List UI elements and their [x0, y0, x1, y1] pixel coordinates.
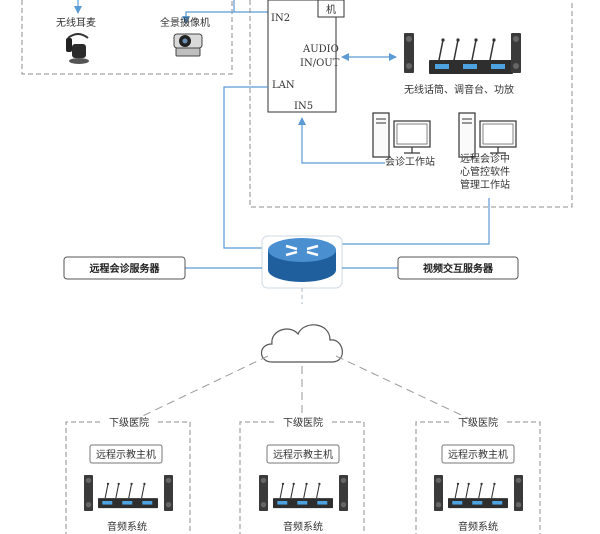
camera-icon [173, 33, 203, 57]
audio-system-label: 音频系统 [283, 520, 323, 533]
consult-server-label: 远程会诊服务器 [90, 262, 161, 275]
main-site-group [249, 0, 573, 208]
port-lan: LAN [272, 80, 295, 91]
teaching-host-label: 远程示教主机 [273, 448, 333, 461]
teaching-host-label: 远程示教主机 [96, 448, 156, 461]
speaker-icon [339, 475, 348, 511]
center-link [342, 198, 490, 245]
teaching-host-box [89, 444, 163, 464]
teaching-host-label: 远程示教主机 [448, 448, 508, 461]
port-in2: IN2 [271, 13, 290, 24]
teaching-host-box [266, 444, 340, 464]
center-workstation-label-2: 心管控软件 [460, 165, 510, 178]
mixer-icon [429, 38, 513, 75]
router-icon [261, 235, 343, 289]
port-audio-label: AUDIO [302, 44, 339, 55]
speaker-icon [164, 475, 173, 511]
center-workstation-label-3: 管理工作站 [460, 178, 510, 191]
headset-icon [66, 33, 89, 64]
mixer-icon [273, 482, 333, 509]
camera-link [182, 11, 268, 24]
video-server-label: 视频交互服务器 [423, 262, 494, 275]
mixer-icon [448, 482, 508, 509]
consult-workstation-label: 会诊工作站 [385, 155, 435, 168]
speaker-icon [259, 475, 268, 511]
center-workstation-icon [458, 112, 517, 158]
cloud-link-left [129, 355, 269, 423]
wireless-headset-label: 无线耳麦 [56, 16, 96, 29]
consult-workstation-icon [372, 112, 431, 158]
workstation-link [298, 117, 385, 164]
speaker-icon [514, 475, 523, 511]
audio-system-label: 音频系统 [458, 520, 498, 533]
consult-server-box [63, 256, 186, 280]
port-in5: IN5 [294, 101, 313, 112]
mixer-icon [98, 482, 158, 509]
lan-link [223, 86, 268, 249]
audio-system-label: 音频系统 [107, 520, 147, 533]
endpoint-group [21, 0, 233, 75]
cloud-icon [260, 324, 343, 363]
cloud-link-right [335, 355, 477, 423]
center-workstation-label-1: 远程会诊中 [460, 152, 510, 165]
hospital-title: 下级医院 [109, 416, 149, 429]
host-box [267, 0, 337, 113]
host-label-char: 机 [326, 3, 336, 16]
speaker-icon [404, 33, 414, 73]
video-server-box [397, 256, 519, 280]
hospital-title: 下级医院 [458, 416, 498, 429]
speaker-icon [511, 33, 521, 73]
hospital-right: 下级医院 远程示教主机 音频系统 [415, 416, 541, 534]
hospital-middle: 下级医院 远程示教主机 音频系统 [239, 416, 365, 534]
speaker-icon [84, 475, 93, 511]
panoramic-camera-label: 全景摄像机 [160, 16, 210, 29]
speaker-icon [434, 475, 443, 511]
audio-group-label: 无线话筒、调音台、功放 [404, 83, 514, 96]
host-label-box [317, 0, 345, 18]
port-audio-label-2: IN/OUT [300, 58, 340, 69]
hospital-left: 下级医院 远程示教主机 音频系统 [65, 416, 191, 534]
teaching-host-box [441, 444, 515, 464]
hospital-title: 下级医院 [283, 416, 323, 429]
